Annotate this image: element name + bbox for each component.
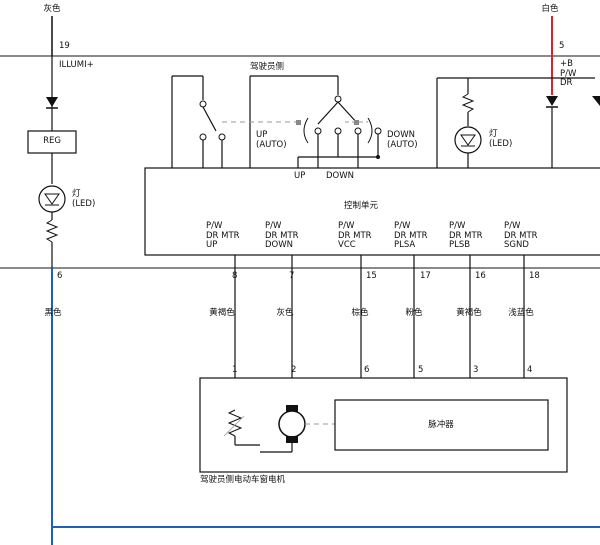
power-label: +B P/W DR	[560, 59, 577, 88]
motor-pin-number: 3	[473, 365, 479, 375]
pin-number: 16	[475, 271, 486, 281]
wire-color-pin15: 棕色	[351, 308, 369, 318]
motor-caption: 驾驶员侧电动车窗电机	[200, 475, 286, 485]
right-diode	[546, 96, 558, 106]
motor-pin-number: 1	[232, 365, 238, 375]
wire-color-bottom-left: 黑色	[44, 308, 62, 318]
pin-number: 7	[289, 271, 295, 281]
right-lamp-label: 灯 (LED)	[489, 129, 513, 149]
switch-down-label: DOWN (AUTO)	[387, 130, 418, 150]
illumi-label: ILLUMI+	[59, 60, 94, 70]
left-resistor-icon	[45, 219, 59, 243]
driver-side-label: 驾驶员侧	[250, 62, 285, 72]
motor-pin-number: 4	[527, 365, 533, 375]
pin-number: 19	[59, 41, 70, 51]
wire-color-top-right: 白色	[541, 4, 559, 14]
wire-color-pin18: 浅蓝色	[508, 308, 534, 318]
motor-pin-number: 2	[291, 365, 297, 375]
pin-number: 15	[366, 271, 377, 281]
motor-icon	[278, 410, 306, 438]
unit-down-label: DOWN	[326, 171, 354, 181]
pin-number: 18	[529, 271, 540, 281]
unit-up-label: UP	[294, 171, 306, 181]
wire-color-pin8: 黄褐色	[209, 308, 235, 318]
pin-number: 17	[420, 271, 431, 281]
wire-color-pin17: 粉色	[405, 308, 423, 318]
control-unit-label: 控制单元	[344, 201, 379, 211]
motor-pin-number: 6	[364, 365, 370, 375]
pulse-generator-box	[334, 399, 549, 451]
right-resistor-icon	[461, 93, 475, 113]
pin-number: 8	[232, 271, 238, 281]
pin-number: 6	[57, 271, 63, 281]
switch-up-label: UP (AUTO)	[256, 130, 287, 150]
reg-label: REG	[43, 136, 61, 146]
wire-color-pin16: 黄褐色	[456, 308, 482, 318]
wire-color-pin7: 灰色	[276, 308, 294, 318]
control-unit-box	[144, 167, 600, 256]
left-lamp-label: 灯 (LED)	[72, 189, 96, 209]
pin-number: 5	[559, 41, 565, 51]
left-diode	[46, 97, 58, 107]
pulse-generator-label: 脉冲器	[428, 420, 454, 430]
wire-color-top-left: 灰色	[43, 4, 61, 14]
motor-pin-number: 5	[418, 365, 424, 375]
